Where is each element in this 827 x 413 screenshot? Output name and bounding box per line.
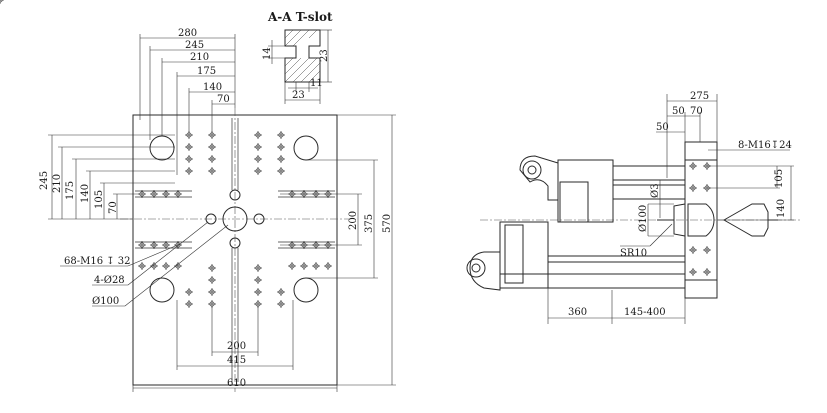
dim-70: 70 [217, 94, 230, 105]
toggle-pin-upper-inner [527, 165, 537, 175]
dim-bottom-610: 610 [227, 378, 246, 389]
nozzle-housing [687, 203, 715, 237]
toggle-pin-lower [466, 258, 486, 278]
dim-280: 280 [178, 28, 197, 39]
right-dimension-lines [280, 114, 396, 386]
dim-140: 140 [203, 82, 222, 93]
dim-245: 245 [185, 40, 204, 51]
callout-threaded-holes: 68-M16 ↧ 32 [64, 256, 131, 267]
side-top-dims [656, 94, 718, 178]
threaded-holes [0, 0, 4, 4]
tslot-dim-bottom: 23 [292, 90, 305, 101]
toggle-pin-upper [522, 160, 542, 180]
tslot-dim-right: 23 [319, 49, 330, 62]
side-dim-275: 275 [690, 91, 709, 102]
tiebar-hole-bottom-right [293, 277, 319, 303]
side-callout-sphere-radius: SR10 [620, 248, 647, 259]
platen-front-view: 280 245 210 175 140 70 245 210 175 140 1… [0, 0, 396, 392]
side-dim-70: 70 [690, 106, 703, 117]
side-callout-fixed-holes: 8-M16↧24 [738, 140, 792, 151]
dim-left-140: 140 [80, 184, 91, 203]
dim-right-375: 375 [364, 214, 375, 233]
platen-leaders [60, 221, 229, 307]
dim-left-210: 210 [52, 174, 63, 193]
tiebar-hole-bottom-left [149, 277, 175, 303]
dim-bottom-200: 200 [227, 341, 246, 352]
tslot-hatching [284, 29, 321, 83]
dim-left-70: 70 [108, 201, 119, 214]
side-dim-360: 360 [568, 307, 587, 318]
side-dim-105: 105 [774, 169, 785, 188]
toggle-pin-lower-inner [471, 263, 481, 273]
ejector-hole-left [205, 213, 217, 225]
moving-platen-lower [499, 221, 549, 289]
section-title: A-A T-slot [267, 10, 333, 24]
dim-right-200: 200 [348, 211, 359, 230]
tslot-profile [284, 29, 321, 83]
tslot-section: A-A T-slot 23 14 11 23 [262, 10, 333, 104]
bottom-dimension-lines [132, 300, 338, 392]
dim-bottom-415: 415 [227, 355, 246, 366]
moving-platen-upper [557, 159, 614, 223]
dim-left-245: 245 [39, 171, 50, 190]
dim-210: 210 [190, 52, 209, 63]
tiebar-hole-top-right [293, 135, 319, 161]
side-bottom-dims [547, 288, 686, 324]
top-dimension-lines [139, 34, 236, 175]
dim-175: 175 [197, 66, 216, 77]
tiebar-hole-top-left [149, 135, 175, 161]
ejector-hole-bottom [229, 237, 241, 249]
toggle-link-upper [519, 155, 559, 201]
moving-platen-lower-inner [504, 224, 524, 284]
callout-ejector-holes: 4-Ø28 [94, 275, 125, 286]
side-view: 275 50 70 50 8-M16↧24 105 140 Ø3 Ø100 SR… [466, 91, 800, 324]
dim-right-570: 570 [382, 214, 393, 233]
callout-locating-ring: Ø100 [92, 296, 119, 307]
side-nozzle-dims [620, 180, 674, 247]
ejector-hole-top [229, 189, 241, 201]
center-locating-hole [222, 206, 248, 232]
side-dim-50-left: 50 [656, 122, 669, 133]
side-callout-nozzle-hole: Ø3 [650, 183, 661, 198]
side-callout-ring-diameter: Ø100 [638, 205, 649, 232]
tslot-dim-mid: 11 [310, 78, 323, 89]
platen-tslots [135, 118, 335, 382]
dim-left-175: 175 [65, 181, 76, 200]
tslot-dim-left: 14 [262, 47, 273, 60]
side-dim-50-top: 50 [672, 106, 685, 117]
side-dim-145-400: 145-400 [624, 307, 666, 318]
tie-bars [500, 165, 685, 289]
moving-platen-upper-inner [559, 181, 589, 223]
ejector-hole-right [253, 213, 265, 225]
fixed-platen-holes [688, 161, 712, 277]
side-right-dims [707, 149, 794, 221]
left-dimension-lines [48, 134, 175, 220]
locating-ring [673, 203, 686, 237]
dim-left-105: 105 [94, 190, 105, 209]
side-dim-140: 140 [776, 199, 787, 218]
